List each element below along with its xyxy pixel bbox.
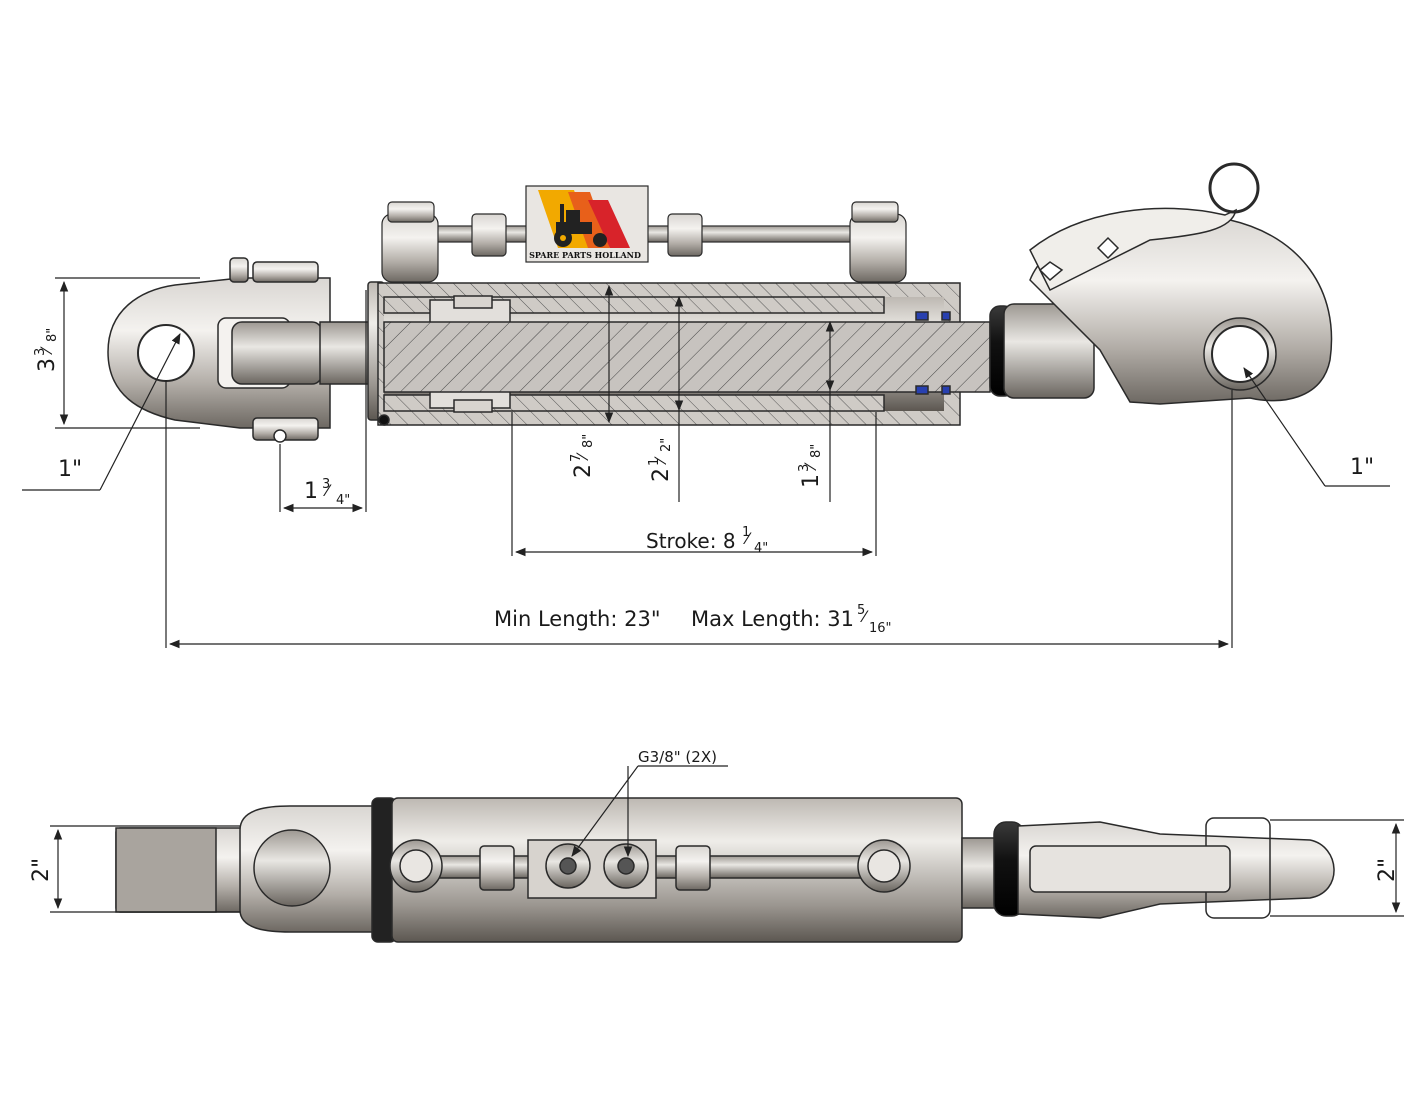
svg-text:8": 8" (809, 444, 824, 458)
bottom-view: G3/8" (2X) 2" 2" (29, 748, 1404, 943)
svg-text:Max Length: 31: Max Length: 31 (691, 607, 854, 631)
svg-text:1: 1 (742, 525, 750, 540)
dimension-lines-top (22, 277, 1390, 649)
svg-text:⁄: ⁄ (651, 456, 670, 465)
logo-stripe-red (588, 200, 630, 248)
dim-tube-inner: 2 1 ⁄ 2" (647, 438, 674, 482)
svg-text:1: 1 (304, 479, 318, 504)
svg-text:⁄: ⁄ (573, 452, 592, 461)
svg-text:Stroke: 8: Stroke: 8 (646, 529, 736, 553)
dim-min-length: Min Length: 23" (494, 607, 661, 631)
dimension-text-top: 3 3 ⁄ 8" 1" 1 3 ⁄ 4" 2 7 ⁄ 8" 2 1 ⁄ (33, 328, 1374, 636)
svg-text:⁄: ⁄ (743, 529, 752, 548)
dim-bore: 2 7 ⁄ 8" (569, 434, 596, 478)
logo-text: SPARE PARTS HOLLAND (529, 250, 641, 260)
dim-clevis-depth: 1 3 ⁄ 4" (304, 477, 350, 508)
dimension-text-bottom: G3/8" (2X) 2" 2" (29, 748, 1400, 882)
svg-text:⁄: ⁄ (37, 346, 56, 355)
svg-text:4": 4" (754, 541, 768, 556)
svg-text:8": 8" (581, 434, 596, 448)
svg-text:2": 2" (659, 438, 674, 452)
right-hook-side (961, 817, 1335, 919)
svg-text:1: 1 (647, 458, 662, 466)
svg-text:2: 2 (571, 464, 596, 478)
dim-width-right: 2" (1375, 858, 1400, 882)
svg-text:7: 7 (569, 454, 584, 462)
top-view: SPARE PARTS HOLLAND (22, 162, 1390, 649)
dim-stroke: Stroke: 8 1 ⁄ 4" (646, 525, 768, 556)
left-clevis-side (115, 805, 379, 933)
svg-text:⁄: ⁄ (323, 481, 332, 500)
left-clevis (107, 257, 371, 443)
dim-width-left: 2" (29, 858, 54, 882)
svg-text:5: 5 (857, 603, 865, 618)
svg-text:3: 3 (35, 358, 60, 372)
dim-rod: 1 3 ⁄ 8" (797, 444, 824, 488)
svg-text:3: 3 (797, 464, 812, 472)
svg-text:2: 2 (649, 468, 674, 482)
cylinder-side (371, 797, 963, 943)
dim-ports: G3/8" (2X) (638, 748, 717, 766)
svg-text:1: 1 (799, 474, 824, 488)
svg-text:⁄: ⁄ (801, 462, 820, 471)
right-hook (989, 162, 1333, 405)
spare-parts-holland-logo: SPARE PARTS HOLLAND (529, 190, 641, 260)
svg-text:8": 8" (45, 328, 60, 342)
svg-text:3: 3 (322, 477, 330, 492)
svg-text:3: 3 (33, 348, 48, 356)
dim-eye-height: 3 3 ⁄ 8" (33, 328, 60, 372)
transfer-pipe (381, 185, 907, 283)
dim-pin-left: 1" (58, 457, 82, 482)
svg-text:4": 4" (336, 493, 350, 508)
tractor-icon (554, 204, 607, 247)
cylinder-section (367, 281, 991, 426)
dimension-lines-bottom (50, 765, 1404, 917)
dim-max-length: Max Length: 31 5 ⁄ 16" (691, 603, 892, 636)
dim-pin-right: 1" (1350, 455, 1374, 480)
svg-text:⁄: ⁄ (860, 607, 869, 626)
svg-text:16": 16" (869, 621, 892, 636)
